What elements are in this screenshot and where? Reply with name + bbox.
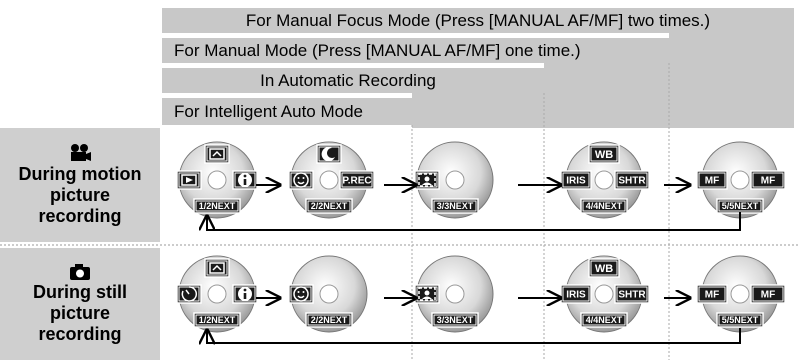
- svg-text:MF: MF: [761, 176, 775, 187]
- svg-text:5/5NEXT: 5/5NEXT: [722, 201, 759, 211]
- still-menu-1: 1/2NEXT: [176, 255, 258, 333]
- motion-menu-4-left-text-button[interactable]: IRIS: [560, 170, 592, 190]
- still-menu-4-left-text-button[interactable]: IRIS: [560, 284, 592, 304]
- intelligent-auto-mode-bar: For Intelligent Auto Mode: [162, 98, 412, 125]
- still-menu-4-wb-button[interactable]: WB: [588, 258, 620, 278]
- svg-text:2/2NEXT: 2/2NEXT: [311, 315, 348, 325]
- info-icon[interactable]: [232, 284, 258, 304]
- motion-label-line-2: picture: [49, 185, 110, 205]
- still-return-arrow: [207, 328, 741, 343]
- motion-menu-4-right-text-button[interactable]: SHTR: [614, 170, 650, 190]
- svg-text:3/3NEXT: 3/3NEXT: [437, 315, 474, 325]
- backlight-icon[interactable]: [414, 170, 440, 190]
- face-icon[interactable]: [288, 170, 314, 190]
- motion-menu-4-wb-button[interactable]: WB: [588, 144, 620, 164]
- svg-text:WB: WB: [595, 263, 613, 275]
- info-icon[interactable]: [232, 170, 258, 190]
- menu-center-button[interactable]: [445, 284, 465, 304]
- page-next-button[interactable]: 3/3NEXT: [431, 312, 479, 328]
- svg-text:4/4NEXT: 4/4NEXT: [586, 315, 623, 325]
- screen-icon[interactable]: [204, 258, 230, 278]
- still-label-line-2: picture: [49, 303, 110, 323]
- motion-menu-2: P.REC 2/2NEXT: [288, 141, 375, 219]
- page-next-button[interactable]: 2/2NEXT: [305, 312, 353, 328]
- menu-center-button[interactable]: [319, 170, 339, 190]
- motion-menu-3: 3/3NEXT: [414, 141, 494, 219]
- menu-center-button[interactable]: [594, 170, 614, 190]
- still-menu-2: 2/2NEXT: [288, 255, 368, 333]
- face-icon[interactable]: [288, 284, 314, 304]
- page-next-button[interactable]: 1/2NEXT: [193, 312, 241, 328]
- svg-text:1/2NEXT: 1/2NEXT: [199, 315, 236, 325]
- svg-text:IRIS: IRIS: [566, 176, 586, 187]
- svg-text:3/3NEXT: 3/3NEXT: [437, 201, 474, 211]
- camera-icon: [70, 264, 90, 280]
- svg-text:MF: MF: [705, 176, 719, 187]
- svg-text:1/2NEXT: 1/2NEXT: [199, 201, 236, 211]
- menu-center-button[interactable]: [730, 170, 750, 190]
- motion-recording-header: During motion picture recording: [0, 128, 160, 242]
- still-menu-5-left-text-button[interactable]: MF: [696, 284, 728, 304]
- manual-column: [544, 63, 669, 128]
- screen-icon[interactable]: [204, 144, 230, 164]
- manual-mode-bar: For Manual Mode (Press [MANUAL AF/MF] on…: [162, 38, 669, 63]
- page-next-button[interactable]: 5/5NEXT: [716, 312, 764, 328]
- still-label-line-3: recording: [38, 324, 122, 344]
- svg-text:P.REC: P.REC: [342, 176, 371, 187]
- still-recording-header: During still picture recording: [0, 248, 160, 360]
- exit-icon[interactable]: [176, 170, 202, 190]
- still-label-line-1: During still: [33, 282, 127, 302]
- svg-text:SHTR: SHTR: [618, 176, 646, 187]
- page-next-button[interactable]: 4/4NEXT: [580, 312, 628, 328]
- self-timer-icon[interactable]: [176, 284, 202, 304]
- still-menu-4-right-text-button[interactable]: SHTR: [614, 284, 650, 304]
- manual-focus-column: [669, 33, 794, 128]
- menu-center-button[interactable]: [207, 170, 227, 190]
- svg-text:4/4NEXT: 4/4NEXT: [586, 201, 623, 211]
- still-flow-arrows: [207, 298, 741, 343]
- page-next-button[interactable]: 1/2NEXT: [193, 198, 241, 214]
- page-next-button[interactable]: 4/4NEXT: [580, 198, 628, 214]
- still-menu-4: WB IRIS SHTR 4/4NEXT: [560, 255, 650, 333]
- menu-center-button[interactable]: [730, 284, 750, 304]
- movie-camera-icon: [71, 144, 91, 161]
- motion-label-line-1: During motion: [18, 164, 142, 184]
- menu-center-button[interactable]: [319, 284, 339, 304]
- motion-return-arrow: [207, 212, 741, 231]
- motion-menu-4: WB IRIS SHTR 4/4NEXT: [560, 141, 650, 219]
- motion-menu-2-right-text-button[interactable]: P.REC: [339, 170, 375, 190]
- manual-focus-mode-bar: For Manual Focus Mode (Press [MANUAL AF/…: [162, 8, 794, 33]
- still-menu-5: MF MF 5/5NEXT: [696, 255, 786, 333]
- svg-text:MF: MF: [705, 290, 719, 301]
- svg-text:5/5NEXT: 5/5NEXT: [722, 315, 759, 325]
- automatic-recording-bar: In Automatic Recording: [162, 68, 544, 93]
- auto-column: [412, 93, 544, 128]
- menu-center-button[interactable]: [445, 170, 465, 190]
- svg-text:IRIS: IRIS: [566, 290, 586, 301]
- menu-center-button[interactable]: [594, 284, 614, 304]
- motion-menu-5: MF MF 5/5NEXT: [696, 141, 786, 219]
- motion-flow-arrows: [207, 185, 741, 231]
- page-next-button[interactable]: 2/2NEXT: [305, 198, 353, 214]
- motion-label-line-3: recording: [38, 206, 122, 226]
- svg-text:SHTR: SHTR: [618, 290, 646, 301]
- svg-text:WB: WB: [595, 149, 613, 161]
- page-next-button[interactable]: 3/3NEXT: [431, 198, 479, 214]
- svg-text:2/2NEXT: 2/2NEXT: [311, 201, 348, 211]
- still-menu-5-right-text-button[interactable]: MF: [750, 284, 786, 304]
- still-menu-3: 3/3NEXT: [414, 255, 494, 333]
- motion-menu-5-right-text-button[interactable]: MF: [750, 170, 786, 190]
- motion-menu-5-left-text-button[interactable]: MF: [696, 170, 728, 190]
- backlight-icon[interactable]: [414, 284, 440, 304]
- motion-menu-1: 1/2NEXT: [176, 141, 258, 219]
- night-mode-icon[interactable]: [316, 144, 342, 164]
- svg-text:MF: MF: [761, 290, 775, 301]
- menu-center-button[interactable]: [207, 284, 227, 304]
- page-next-button[interactable]: 5/5NEXT: [716, 198, 764, 214]
